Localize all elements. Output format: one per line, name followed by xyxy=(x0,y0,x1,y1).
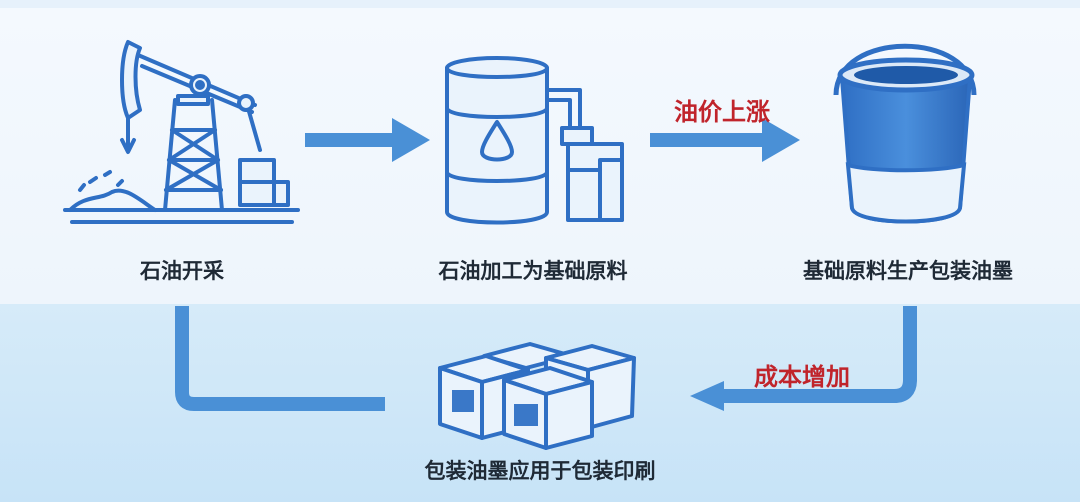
flow-arrow-1 xyxy=(305,118,430,162)
step-label-oil-extraction: 石油开采 xyxy=(140,259,224,283)
annotation-price-rise: 油价上涨 xyxy=(674,98,770,126)
flow-arrow-2 xyxy=(650,118,800,162)
oil-barrel-icon xyxy=(445,56,624,225)
return-line-right xyxy=(690,306,917,411)
step-label-ink-application: 包装油墨应用于包装印刷 xyxy=(424,459,656,483)
step-label-ink-production: 基础原料生产包装油墨 xyxy=(803,259,1013,283)
package-boxes-icon xyxy=(438,342,636,450)
oil-pumpjack-icon xyxy=(63,40,300,224)
annotation-cost-increase: 成本增加 xyxy=(754,363,850,391)
ink-bucket-icon xyxy=(833,43,977,224)
return-line-left xyxy=(175,306,385,411)
step-label-oil-processing: 石油加工为基础原料 xyxy=(438,259,628,283)
